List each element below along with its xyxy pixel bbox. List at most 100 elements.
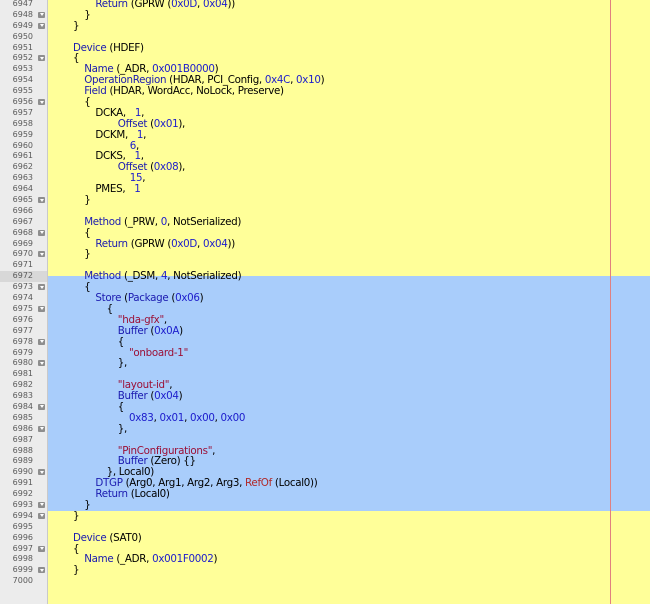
code-text[interactable]: Field (HDAR, WordAcc, NoLock, Preserve) <box>48 86 650 97</box>
code-line[interactable]: 7000 <box>0 576 650 587</box>
fold-toggle-icon[interactable] <box>38 284 45 291</box>
code-line[interactable]: 6987 <box>0 434 650 446</box>
code-text[interactable]: "layout-id", <box>48 380 650 392</box>
code-text[interactable]: } <box>48 510 650 522</box>
code-line[interactable]: 6976"hda-gfx", <box>0 314 650 326</box>
fold-toggle-icon[interactable] <box>38 305 45 312</box>
code-line[interactable]: 6990}, Local0) <box>0 467 650 479</box>
code-line[interactable]: 6948} <box>0 9 650 21</box>
code-text[interactable]: Buffer (Zero) {} <box>48 456 650 468</box>
code-line[interactable]: 6986}, <box>0 423 650 435</box>
code-text[interactable]: Offset (0x08), <box>48 162 650 173</box>
fold-toggle-icon[interactable] <box>38 99 45 106</box>
code-text[interactable]: 0x83, 0x01, 0x00, 0x00 <box>48 412 650 424</box>
code-line[interactable]: 6995 <box>0 522 650 533</box>
fold-toggle-icon[interactable] <box>38 338 45 345</box>
code-text[interactable]: } <box>48 20 650 32</box>
code-line[interactable]: 6968{ <box>0 227 650 239</box>
code-text[interactable]: Buffer (0x0A) <box>48 325 650 337</box>
code-line[interactable]: 6952{ <box>0 53 650 64</box>
code-line[interactable]: 6993} <box>0 500 650 511</box>
code-text[interactable]: Name (_ADR, 0x001F0002) <box>48 554 650 565</box>
code-text[interactable]: 15, <box>48 173 650 184</box>
fold-toggle-icon[interactable] <box>38 425 45 432</box>
code-text[interactable]: "hda-gfx", <box>48 314 650 326</box>
code-text[interactable]: }, <box>48 423 650 435</box>
code-line[interactable]: 6971 <box>0 260 650 271</box>
code-line[interactable]: 6984{ <box>0 402 650 413</box>
code-text[interactable]: Store (Package (0x06) <box>48 293 650 304</box>
code-text[interactable]: DCKM, 1, <box>48 129 650 141</box>
code-text[interactable]: "onboard-1" <box>48 347 650 359</box>
code-text[interactable]: { <box>48 303 650 315</box>
code-text[interactable]: DCKS, 1, <box>48 151 650 162</box>
code-line[interactable]: 6981 <box>0 369 650 381</box>
code-line[interactable]: 6980}, <box>0 358 650 370</box>
code-line[interactable]: 6973{ <box>0 282 650 294</box>
code-text[interactable]: DCKA, 1, <box>48 107 650 119</box>
fold-toggle-icon[interactable] <box>38 197 45 204</box>
code-line[interactable]: 6956{ <box>0 97 650 108</box>
code-text[interactable]: { <box>48 543 650 555</box>
code-line[interactable]: 6988"PinConfigurations", <box>0 445 650 457</box>
fold-toggle-icon[interactable] <box>38 22 45 29</box>
code-text[interactable]: "PinConfigurations", <box>48 445 650 457</box>
code-line[interactable]: 6970} <box>0 249 650 260</box>
code-text[interactable]: Device (HDEF) <box>48 42 650 54</box>
code-line[interactable]: 6994} <box>0 510 650 522</box>
fold-toggle-icon[interactable] <box>38 567 45 574</box>
code-line[interactable]: 6979"onboard-1" <box>0 347 650 359</box>
code-text[interactable]: Name (_ADR, 0x001B0000) <box>48 64 650 75</box>
code-text[interactable]: } <box>48 195 650 206</box>
code-text[interactable]: 6, <box>48 140 650 152</box>
code-text[interactable]: Buffer (0x04) <box>48 391 650 402</box>
code-line[interactable]: 6997{ <box>0 543 650 555</box>
code-text[interactable]: Return (Local0) <box>48 489 650 500</box>
code-text[interactable]: Method (_PRW, 0, NotSerialized) <box>48 216 650 228</box>
code-text[interactable]: Offset (0x01), <box>48 118 650 130</box>
code-text[interactable]: { <box>48 53 650 64</box>
code-text[interactable]: DTGP (Arg0, Arg1, Arg2, Arg3, RefOf (Loc… <box>48 478 650 490</box>
fold-toggle-icon[interactable] <box>38 11 45 18</box>
code-text[interactable]: }, <box>48 358 650 370</box>
code-line[interactable]: 6975{ <box>0 303 650 315</box>
code-text[interactable]: Return (GPRW (0x0D, 0x04)) <box>48 238 650 250</box>
fold-toggle-icon[interactable] <box>38 512 45 519</box>
code-text[interactable]: } <box>48 9 650 21</box>
code-text[interactable]: Method (_DSM, 4, NotSerialized) <box>48 271 650 283</box>
code-text[interactable]: { <box>48 282 650 294</box>
code-line[interactable]: 6978{ <box>0 336 650 348</box>
fold-toggle-icon[interactable] <box>38 469 45 476</box>
code-text[interactable]: PMES, 1 <box>48 184 650 195</box>
code-text[interactable]: { <box>48 336 650 348</box>
code-text[interactable]: } <box>48 500 650 511</box>
code-text[interactable] <box>48 576 650 587</box>
fold-toggle-icon[interactable] <box>38 55 45 62</box>
code-line[interactable]: 6950 <box>0 32 650 43</box>
fold-toggle-icon[interactable] <box>38 545 45 552</box>
code-line[interactable]: 6965} <box>0 195 650 206</box>
